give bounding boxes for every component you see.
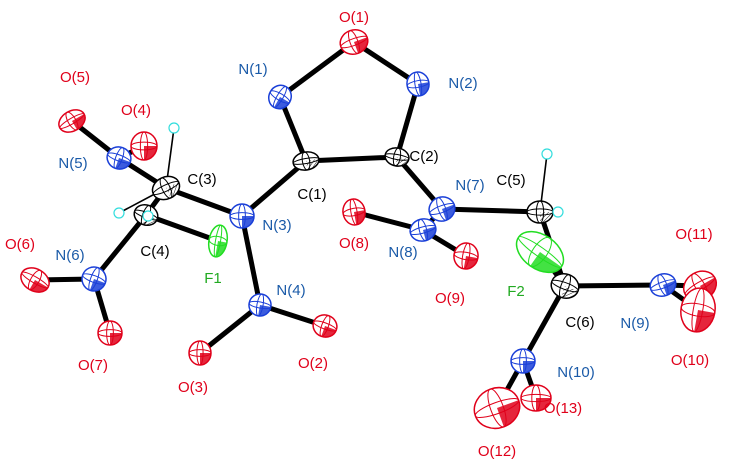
atom-f2 (515, 230, 565, 274)
atom-label-c4: C(4) (140, 243, 169, 260)
atom-h4 (142, 210, 154, 222)
atom-label-o13: O(13) (544, 400, 582, 417)
atom-label-o10: O(10) (671, 352, 709, 369)
atom-f1 (207, 224, 229, 258)
atom-label-o5: O(5) (60, 69, 90, 86)
atom-h3a (168, 122, 180, 134)
bond-n4-o3 (197, 302, 263, 356)
atom-n9 (649, 272, 677, 298)
atom-label-c1: C(1) (297, 186, 326, 203)
atom-h5a (541, 148, 553, 160)
bond-c1-n3 (239, 158, 309, 219)
atom-label-n1: N(1) (238, 61, 267, 78)
atom-o8 (342, 198, 366, 226)
atom-label-o9: O(9) (435, 290, 465, 307)
atom-o2 (312, 314, 338, 338)
atom-label-o3: O(3) (178, 379, 208, 396)
bond-o1-n1 (277, 39, 357, 100)
atom-n8 (409, 218, 437, 242)
atom-label-n7: N(7) (455, 177, 484, 194)
bond-c6-n10 (520, 283, 568, 364)
atom-label-o11: O(11) (675, 226, 712, 243)
bonds-layer (32, 39, 703, 411)
atom-h5b (552, 206, 564, 218)
atom-n6 (81, 266, 107, 292)
bond-n7-c5 (439, 206, 543, 215)
atom-label-c3: C(3) (187, 171, 216, 188)
bond-c6-n9 (562, 282, 666, 289)
atom-n10 (510, 348, 536, 374)
atom-n3 (229, 203, 255, 229)
labels-layer: O(1) N(1) N(2) C(1) C(2) N(3) N(7) C(3) C(4) O(4)… (5, 9, 713, 460)
atom-label-n5: N(5) (58, 155, 87, 172)
bond-n3-n4 (239, 213, 263, 308)
atom-o1 (339, 28, 369, 56)
atom-label-n2: N(2) (448, 75, 477, 92)
atom-o4 (130, 131, 158, 161)
atom-o13 (520, 384, 552, 412)
atom-o10 (680, 287, 716, 333)
atom-n1 (267, 84, 293, 110)
atom-o3 (188, 340, 212, 366)
atom-c6 (550, 272, 580, 300)
atom-label-n6: N(6) (55, 247, 84, 264)
atom-o12 (473, 386, 521, 430)
atom-n5 (106, 146, 132, 170)
bond-c1-c2 (303, 154, 400, 164)
atom-label-o1: O(1) (339, 9, 369, 26)
atom-label-o6: O(6) (5, 236, 35, 253)
atom-n2 (406, 71, 430, 97)
atom-n4 (248, 293, 272, 317)
atom-o5 (58, 109, 86, 133)
atom-n7 (428, 196, 456, 222)
atom-label-f2: F2 (507, 283, 525, 300)
atom-label-c6: C(6) (565, 314, 594, 331)
atom-label-n9: N(9) (620, 315, 649, 332)
atom-label-c5: C(5) (496, 172, 525, 189)
atom-label-f1: F1 (204, 270, 222, 287)
atom-label-n8: N(8) (388, 244, 417, 261)
bond-c4-f1 (143, 212, 221, 244)
bond-c4-n6 (91, 212, 149, 282)
atom-c5 (526, 200, 554, 224)
atom-label-n4: N(4) (276, 282, 305, 299)
atom-c3 (151, 175, 181, 201)
atom-c2 (384, 147, 410, 167)
atom-h3b (113, 207, 125, 219)
atom-label-o8: O(8) (339, 235, 369, 252)
atom-label-o4: O(4) (121, 102, 151, 119)
atom-o9 (453, 242, 479, 270)
atom-label-n3: N(3) (262, 217, 291, 234)
atom-label-n10: N(10) (557, 364, 595, 381)
atom-o6 (20, 267, 50, 293)
atom-label-o2: O(2) (298, 355, 328, 372)
atom-label-o12: O(12) (478, 443, 516, 460)
atoms-layer (20, 28, 718, 430)
bond-n3-c3 (163, 185, 245, 219)
atom-label-o7: O(7) (78, 357, 108, 374)
atom-label-c2: C(2) (409, 148, 438, 165)
bond-n2-c2 (394, 81, 421, 160)
atom-c1 (292, 151, 320, 171)
atom-o7 (97, 320, 123, 346)
